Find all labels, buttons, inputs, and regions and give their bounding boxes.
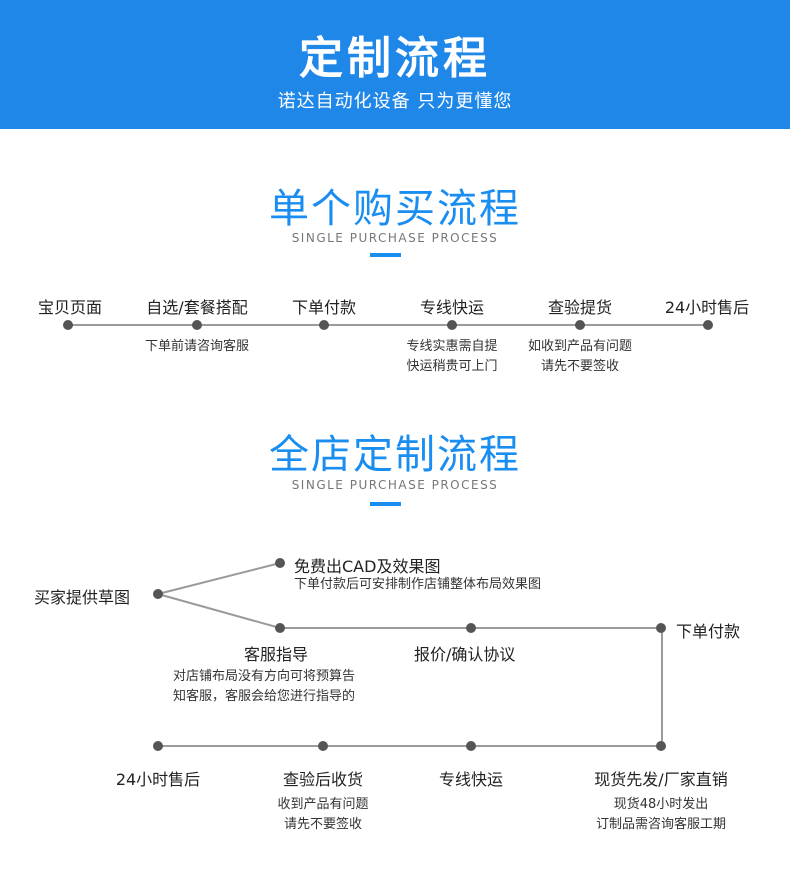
timeline-dot xyxy=(575,320,585,330)
flow-guide-label: 客服指导 xyxy=(244,645,309,664)
header-banner: 定制流程 诺达自动化设备 只为更懂您 xyxy=(0,0,790,129)
flow-quote-label: 报价/确认协议 xyxy=(414,645,516,664)
flow-dot xyxy=(466,623,476,633)
single-step-label: 查验提货 xyxy=(547,298,612,317)
flow-dot xyxy=(153,741,163,751)
flow-cad-label: 免费出CAD及效果图 xyxy=(294,557,441,576)
timeline-dot xyxy=(63,320,73,330)
flow-guide-note: 对店铺布局没有方向可将预算告 知客服，客服会给您进行指导的 xyxy=(173,669,356,704)
store-section-subtitle: SINGLE PURCHASE PROCESS xyxy=(291,478,499,492)
flow-pay-label: 下单付款 xyxy=(676,622,741,641)
flow-bottom-label: 专线快运 xyxy=(438,770,503,789)
single-section-underline xyxy=(370,253,401,257)
flow-dot xyxy=(318,741,328,751)
single-step-label: 宝贝页面 xyxy=(37,298,102,317)
flow-dot xyxy=(656,741,666,751)
banner-title: 定制流程 xyxy=(299,33,491,84)
flow-dot xyxy=(275,558,285,568)
flow-dot xyxy=(466,741,476,751)
banner-subtitle: 诺达自动化设备 只为更懂您 xyxy=(277,91,513,112)
single-step-label: 自选/套餐搭配 xyxy=(146,298,248,317)
flow-bottom-label: 现货先发/厂家直销 xyxy=(594,770,728,789)
flow-bottom-note: 收到产品有问题 请先不要签收 xyxy=(277,797,369,832)
flow-dot xyxy=(275,623,285,633)
timeline-dot xyxy=(703,320,713,330)
single-section-subtitle: SINGLE PURCHASE PROCESS xyxy=(291,231,499,245)
flow-cad-note: 下单付款后可安排制作店铺整体布局效果图 xyxy=(294,577,542,592)
timeline-dot xyxy=(319,320,329,330)
timeline-dot xyxy=(192,320,202,330)
flow-start-label: 买家提供草图 xyxy=(34,588,131,607)
single-step-note: 专线实惠需自提 快运稍贵可上门 xyxy=(406,339,498,374)
store-flow-line-lower xyxy=(158,745,662,747)
timeline-dot xyxy=(447,320,457,330)
single-step-label: 24小时售后 xyxy=(664,298,750,317)
single-step-note: 下单前请咨询客服 xyxy=(144,339,249,354)
flow-bottom-note: 现货48小时发出 订制品需咨询客服工期 xyxy=(595,797,726,832)
flow-bottom-label: 24小时售后 xyxy=(115,770,201,789)
single-timeline-line xyxy=(68,324,708,326)
flow-dot xyxy=(656,623,666,633)
store-section-underline xyxy=(370,502,401,506)
single-step-label: 专线快运 xyxy=(419,298,484,317)
store-section-title: 全店定制流程 xyxy=(269,432,521,478)
single-step-note: 如收到产品有问题 请先不要签收 xyxy=(527,339,632,374)
flow-dot xyxy=(153,589,163,599)
store-flow-line-vertical xyxy=(661,628,663,747)
single-section-title: 单个购买流程 xyxy=(269,186,521,232)
single-step-label: 下单付款 xyxy=(291,298,356,317)
flow-bottom-label: 查验后收货 xyxy=(282,770,363,789)
